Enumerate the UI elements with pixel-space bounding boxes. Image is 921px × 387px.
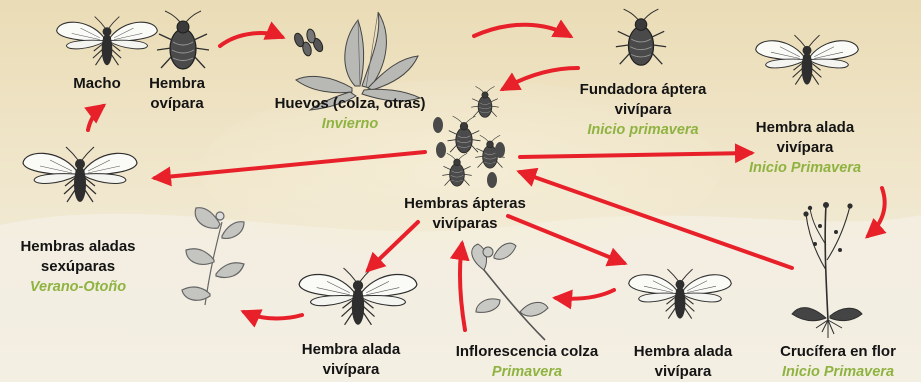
- arrow-alada-left-to-dry-plant: [240, 309, 304, 328]
- label-alada-bottom-right-line2: vivípara: [654, 363, 712, 380]
- label-hembra-ovipara-line1: Hembra: [149, 75, 205, 92]
- label-alada-bottom-left-line2: vivípara: [322, 361, 380, 378]
- label-hembra-ovipara-line2: ovípara: [150, 95, 204, 112]
- label-alada-top-line1: Hembra alada: [755, 119, 855, 136]
- label-macho-title: Macho: [73, 75, 121, 92]
- rosette-plant-icon: [295, 11, 422, 111]
- aphid-eggs-icon: [294, 28, 324, 57]
- arrow-alada-top-to-crucifera: [864, 186, 887, 239]
- label-alada-top-line2: vivípara: [776, 139, 834, 156]
- cycle-arrows: [84, 19, 887, 332]
- arrow-colony-to-alada-bottom-right: [506, 214, 628, 267]
- label-apteras-line1: Hembras ápteras: [404, 195, 526, 212]
- arrow-crucifera-to-colony: [516, 167, 794, 270]
- dry-plant-icon: [181, 207, 245, 306]
- label-fundadora: Fundadora áptera vivípara Inicio primave…: [553, 80, 733, 140]
- label-sexuparas-stage: Verano-Otoño: [29, 279, 127, 295]
- label-alada-bottom-left: Hembra alada vivípara: [288, 340, 414, 380]
- label-inflorescencia: Inflorescencia colza Primavera: [432, 342, 622, 382]
- label-alada-top: Hembra alada vivípara Inicio Primavera: [730, 118, 880, 178]
- label-crucifera: Crucífera en flor Inicio Primavera: [760, 342, 916, 382]
- label-huevos-title: Huevos (colza, otras): [274, 95, 426, 112]
- arrow-fundadora-to-colony: [499, 66, 580, 91]
- aphid-colony-icon: [433, 86, 506, 188]
- label-hembra-ovipara: Hembra ovípara: [132, 74, 222, 114]
- arrow-macho-to-hembra-ovipara: [84, 103, 107, 132]
- label-alada-bottom-right: Hembra alada vivípara: [620, 342, 746, 382]
- label-crucifera-stage: Inicio Primavera: [781, 364, 895, 380]
- label-fundadora-line1: Fundadora áptera: [579, 81, 707, 98]
- label-crucifera-title: Crucífera en flor: [780, 343, 896, 360]
- label-huevos-stage: Invierno: [321, 116, 379, 132]
- label-apteras-line2: vivíparas: [432, 215, 498, 232]
- label-fundadora-stage: Inicio primavera: [587, 122, 699, 138]
- label-fundadora-line2: vivípara: [614, 101, 672, 118]
- label-apteras-center: Hembras ápteras vivíparas: [380, 194, 550, 234]
- flowering-crucifer-icon: [791, 202, 863, 338]
- label-sexuparas: Hembras aladas sexúparas Verano-Otoño: [0, 237, 156, 297]
- label-inflorescencia-stage: Primavera: [491, 364, 563, 380]
- arrow-colony-to-alada-top: [518, 143, 755, 164]
- label-sexuparas-line1: Hembras aladas: [20, 238, 136, 255]
- arrow-alada-right-to-inflorescencia: [552, 288, 616, 310]
- arrow-huevos-to-fundadora: [472, 19, 574, 38]
- rapeseed-inflorescence-icon: [471, 242, 549, 341]
- label-huevos: Huevos (colza, otras) Invierno: [250, 94, 450, 134]
- arrow-ovipara-to-huevos: [218, 21, 286, 48]
- label-inflorescencia-title: Inflorescencia colza: [455, 343, 599, 360]
- label-sexuparas-line2: sexúparas: [40, 258, 116, 275]
- arrow-colony-to-sexuparas: [151, 150, 427, 187]
- label-alada-bottom-left-line1: Hembra alada: [301, 341, 401, 358]
- label-alada-bottom-right-line1: Hembra alada: [633, 343, 733, 360]
- arrow-colony-to-alada-bottom-left: [365, 220, 420, 273]
- label-macho: Macho: [56, 74, 138, 94]
- arrow-inflorescencia-to-colony: [449, 240, 470, 332]
- label-alada-top-stage: Inicio Primavera: [748, 160, 862, 176]
